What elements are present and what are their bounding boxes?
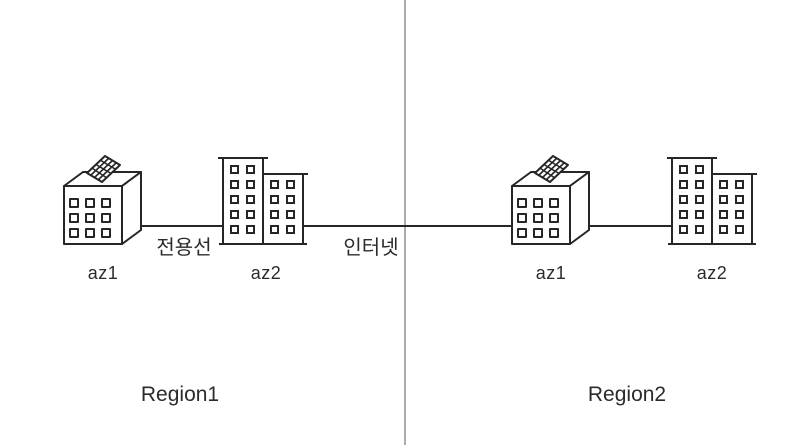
region-divider-line <box>404 0 406 445</box>
connection-line-internet <box>300 225 513 227</box>
region2-label: Region2 <box>587 383 667 406</box>
region1-label: Region1 <box>140 383 220 406</box>
zone-label-region2-az1: az1 <box>535 263 567 283</box>
twin-tower-building-icon <box>218 157 308 245</box>
datacenter-cube-solar-panel-icon <box>63 155 142 245</box>
zone-label-region1-az2: az2 <box>250 263 282 283</box>
link-label-internet: 인터넷 <box>343 237 399 259</box>
connection-line-region2-internal <box>580 225 672 227</box>
link-label-dedicated-line: 전용선 <box>156 237 212 259</box>
datacenter-cube-solar-panel-icon <box>511 155 590 245</box>
connection-line-dedicated <box>130 225 225 227</box>
twin-tower-building-icon <box>667 157 757 245</box>
zone-label-region1-az1: az1 <box>87 263 119 283</box>
zone-label-region2-az2: az2 <box>696 263 728 283</box>
